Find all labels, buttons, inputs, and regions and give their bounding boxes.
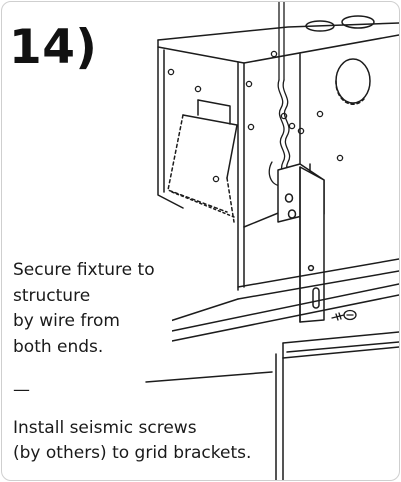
interior-bracket [167, 99, 238, 223]
screw-instruction: Install seismic screws (by others) to gr… [13, 416, 251, 466]
screw-instruction-line: Install seismic screws [13, 418, 197, 438]
wire-instruction-line: Secure fixture to [13, 260, 155, 280]
screw-instruction-line: (by others) to grid brackets. [13, 443, 252, 463]
wire-instruction-line: both ends. [13, 336, 104, 357]
plenum-box [157, 22, 399, 291]
wire-instruction-line: structure [13, 285, 91, 306]
grid-bracket [299, 163, 325, 323]
ceiling-tile [145, 331, 399, 480]
grid-rail [166, 226, 399, 343]
step-number: 14) [9, 20, 98, 75]
wire-instruction: Secure fixture to structure by wire from… [13, 258, 193, 360]
wire-instruction-line: by wire from [13, 311, 120, 331]
knockouts [305, 15, 375, 105]
instruction-divider: — [13, 380, 30, 400]
seismic-screw-icon [331, 309, 357, 321]
mounting-holes [167, 50, 344, 183]
